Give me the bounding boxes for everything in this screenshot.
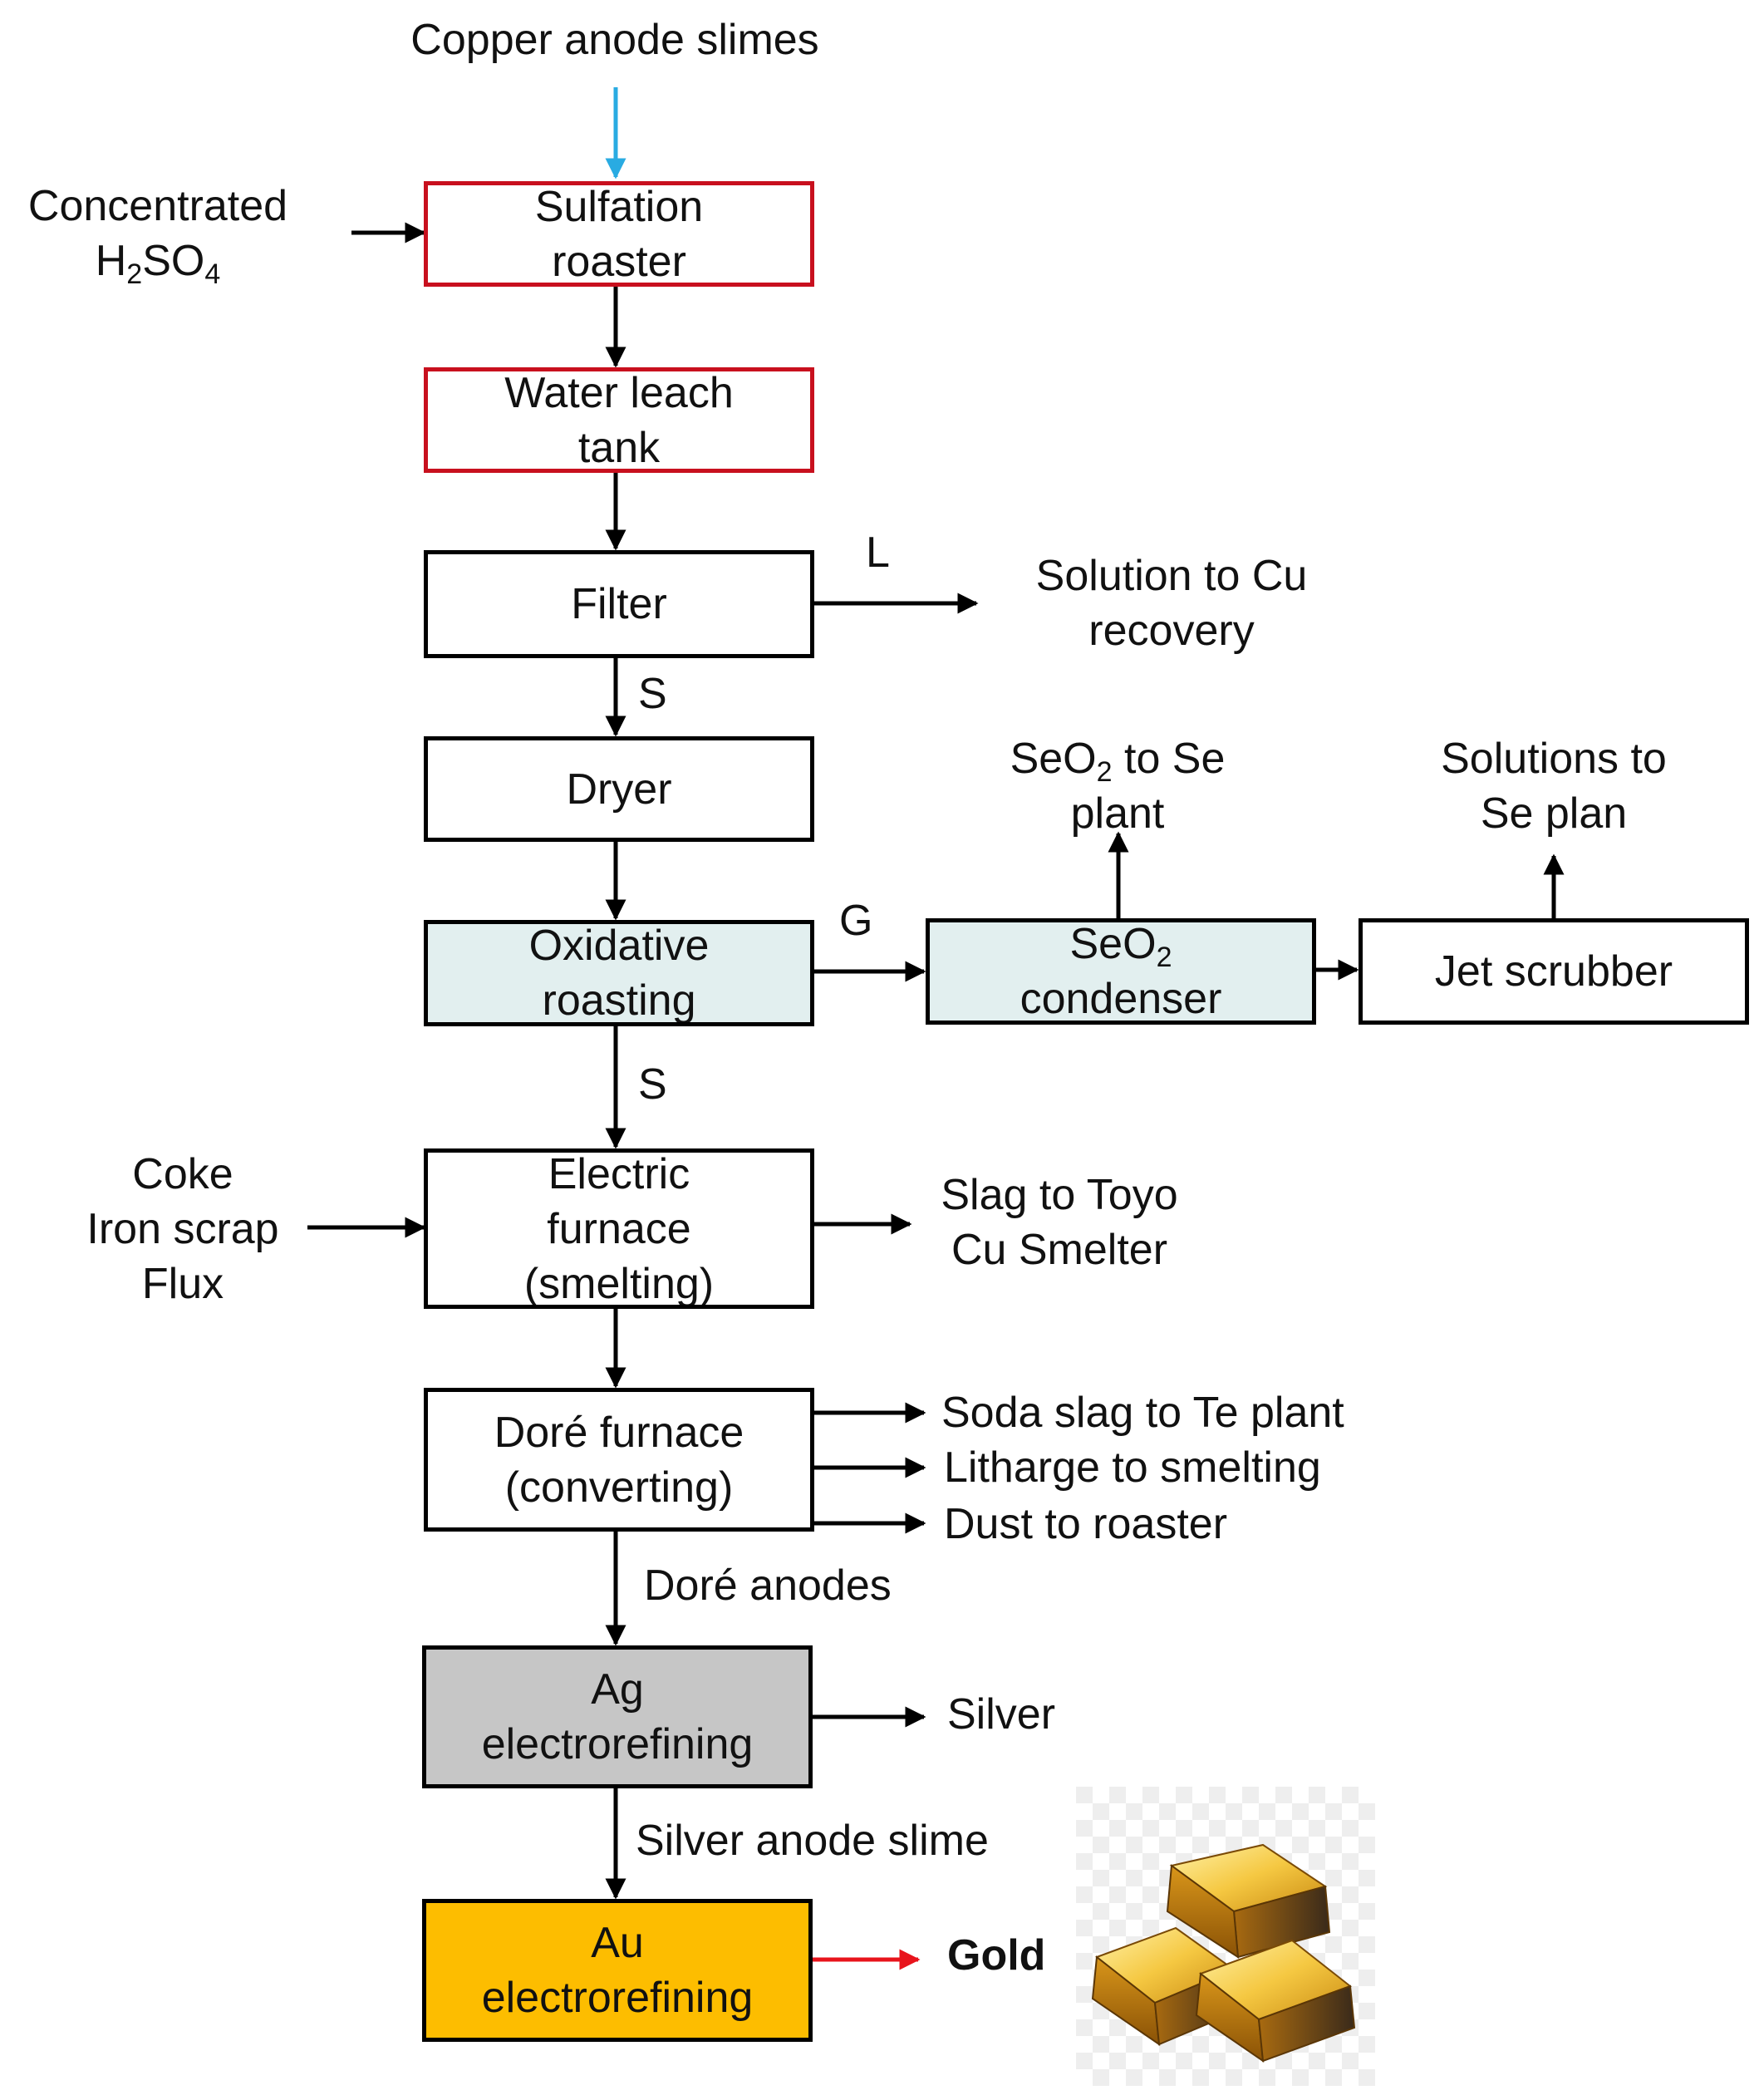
input-line: Coke [132,1150,233,1198]
gold-bars-icon [1076,1787,1375,2086]
au-electrorefining-box: Au electrorefining [422,1899,813,2042]
flow-label-G: G [839,897,873,945]
flow-label-S2: S [638,1060,667,1109]
box-label: Filter [571,580,667,628]
box-label: SeO2 [1069,920,1172,973]
box-label: roasting [542,976,696,1025]
box-label: Jet scrubber [1434,947,1673,996]
output-line: Slag to Toyo [941,1171,1178,1219]
box-label: tank [577,423,661,472]
litharge-label: Litharge to smelting [944,1443,1321,1492]
electric-furnace-box: Electric furnace (smelting) [424,1148,814,1309]
acid-line1: Concentrated [27,182,288,230]
se-plan-label: Solutions to Se plan [1379,731,1728,841]
output-line: plant [1070,789,1165,838]
oxidative-roasting-box: Oxidative roasting [424,920,814,1026]
gold-label: Gold [947,1931,1046,1980]
box-label: Sulfation [534,182,704,231]
ag-electrorefining-box: Ag electrorefining [422,1645,813,1788]
box-label: electrorefining [481,1720,754,1768]
feed-text: Copper anode slimes [410,16,819,64]
dryer-box: Dryer [424,736,814,842]
coke-input-label: Coke Iron scrap Flux [50,1147,316,1311]
box-label: (smelting) [523,1259,715,1308]
box-label: furnace [547,1204,691,1253]
input-line: Iron scrap [86,1205,279,1253]
box-label: Oxidative [528,922,710,970]
box-label: condenser [1020,975,1222,1023]
output-line: Se plan [1480,789,1628,838]
box-label: Doré furnace [494,1408,744,1457]
flow-label-L: L [866,529,890,577]
box-label: Dryer [566,765,672,814]
input-line: Flux [141,1260,224,1308]
box-label: Ag [591,1665,644,1714]
output-line: recovery [1088,607,1255,655]
box-label: Au [591,1919,644,1967]
feed-label: Copper anode slimes [391,12,839,67]
cu-recovery-label: Solution to Cu recovery [980,548,1363,658]
flow-label-silver-slime: Silver anode slime [636,1817,989,1865]
acid-formula: H2SO4 [95,237,221,290]
water-leach-box: Water leach tank [424,367,814,473]
output-line: Solutions to [1441,735,1667,783]
flow-label-dore-anodes: Doré anodes [644,1561,892,1610]
sulfation-roaster-box: Sulfation roaster [424,181,814,287]
box-label: Water leach [504,368,734,417]
box-label: roaster [552,237,686,286]
output-line: SeO2 to Se [1010,735,1226,788]
output-line: Solution to Cu [1035,552,1308,600]
box-label: electrorefining [481,1974,754,2022]
box-label: (converting) [504,1463,734,1512]
dore-furnace-box: Doré furnace (converting) [424,1388,814,1532]
filter-box: Filter [424,550,814,658]
box-label: Electric [548,1149,690,1198]
seo2-condenser-box: SeO2 condenser [926,918,1316,1025]
acid-input-label: Concentrated H2SO4 [8,179,307,288]
jet-scrubber-box: Jet scrubber [1359,918,1749,1025]
output-line: Cu Smelter [951,1226,1168,1274]
silver-label: Silver [947,1690,1056,1739]
se-plant-label: SeO2 to Se plant [939,731,1296,841]
flow-label-S1: S [638,670,667,718]
dust-label: Dust to roaster [944,1500,1228,1548]
soda-slag-label: Soda slag to Te plant [941,1389,1344,1437]
slag-label: Slag to Toyo Cu Smelter [910,1168,1209,1277]
